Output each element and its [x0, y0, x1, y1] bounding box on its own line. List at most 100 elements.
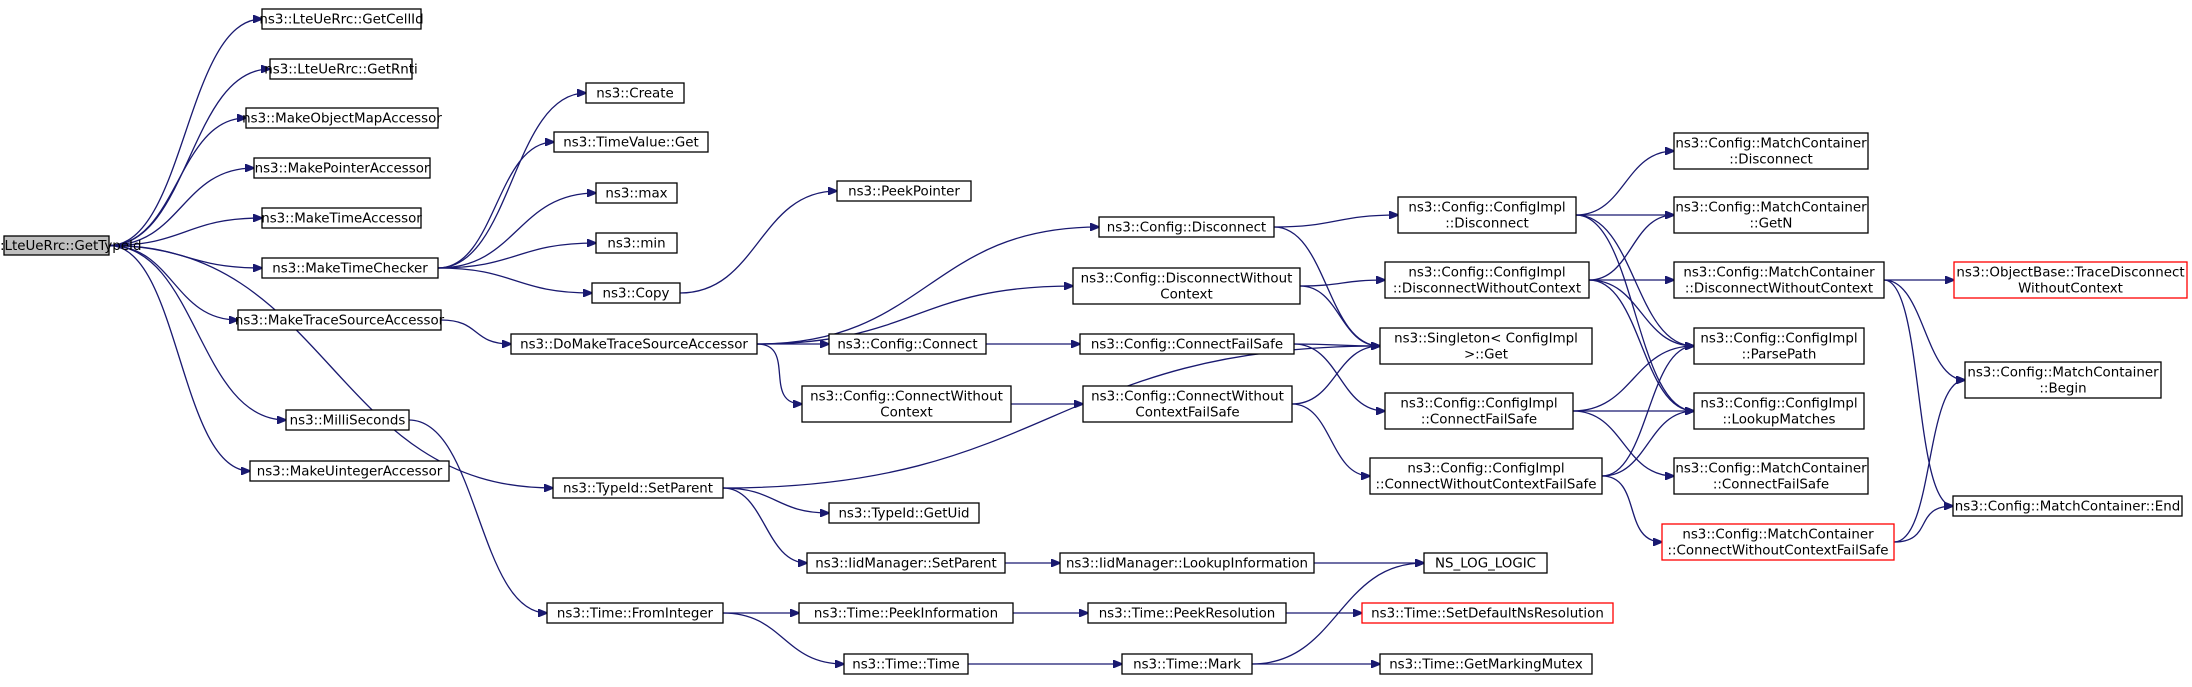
node-label: ns3::Config::MatchContainer::End — [1955, 500, 2181, 515]
node-box — [843, 653, 969, 675]
edge-cfgconnfs-to-ciconnfs — [1293, 343, 1385, 411]
nodes-layer: ns3::LteUeRrc::GetTypeId ns3::LteUeRrc::G… — [0, 8, 2188, 675]
node-ns3-time-getmarkingmutex[interactable]: ns3::Time::GetMarkingMutex — [1379, 653, 1593, 675]
node-ns3-lteuerrc-getrnti[interactable]: ns3::LteUeRrc::GetRnti — [264, 58, 418, 80]
node-box — [1964, 361, 2162, 399]
node-ns3-config-connectwithout-contextfailsafe[interactable]: ns3::Config::ConnectWithoutContextFailSa… — [1082, 385, 1293, 423]
node-ns3-makeobjectmapaccessor[interactable]: ns3::MakeObjectMapAccessor — [242, 107, 442, 129]
edge-milli-to-fromint — [408, 419, 547, 613]
node-ns3-typeid-setparent[interactable]: ns3::TypeId::SetParent — [552, 477, 724, 499]
edge-domake-to-cfgdisc — [756, 227, 1099, 345]
node-ns3-domaketracesourceaccessor[interactable]: ns3::DoMakeTraceSourceAccessor — [510, 333, 758, 355]
node-box — [585, 82, 685, 104]
node-label: ns3::ObjectBase::TraceDisconnect — [1956, 266, 2184, 281]
node-ns3-min[interactable]: ns3::min — [595, 232, 678, 254]
edge-root-to-mktimeacc — [108, 218, 262, 247]
node-box — [591, 282, 681, 304]
node-ns3-config-matchcontainer-getn[interactable]: ns3::Config::MatchContainer::GetN — [1673, 196, 1869, 234]
node-ns3-config-connectwithout-context[interactable]: ns3::Config::ConnectWithoutContext — [801, 385, 1012, 423]
edge-cidisc-to-cilookup — [1575, 214, 1694, 411]
node-box — [1673, 261, 1885, 299]
node-ns3-config-connect[interactable]: ns3::Config::Connect — [828, 333, 987, 355]
node-ns3-iidmanager-setparent[interactable]: ns3::IidManager::SetParent — [806, 552, 1006, 574]
node-ns3-singleton-configimpl-get[interactable]: ns3::Singleton< ConfigImpl >::Get — [1379, 327, 1593, 365]
node-ns-log-logic[interactable]: NS_LOG_LOGIC — [1423, 552, 1548, 574]
node-label: ns3::min — [607, 237, 665, 252]
node-ns3-peekpointer[interactable]: ns3::PeekPointer — [836, 180, 972, 202]
node-label: ns3::TimeValue::Get — [563, 136, 698, 151]
node-ns3-config-matchcontainer-end[interactable]: ns3::Config::MatchContainer::End — [1952, 495, 2183, 517]
node-box — [828, 333, 987, 355]
edge-mktimechk-to-tvget — [437, 142, 554, 269]
node-box — [806, 552, 1006, 574]
node-ns3-config-matchcontainer-disconnectwithoutcontext[interactable]: ns3::Config::MatchContainer::DisconnectW… — [1673, 261, 1885, 299]
node-label: ns3::DoMakeTraceSourceAccessor — [520, 338, 748, 353]
node-ns3-config-disconnectwithout-context[interactable]: ns3::Config::DisconnectWithoutContext — [1072, 267, 1301, 305]
node-ns3-time-setdefaultnsresolution[interactable]: ns3::Time::SetDefaultNsResolution — [1361, 602, 1614, 624]
edge-cfgdiscwc-to-cidiscwc — [1299, 280, 1385, 287]
node-label: ns3::Config::DisconnectWithout — [1081, 272, 1293, 287]
node-ns3-timevalue-get[interactable]: ns3::TimeValue::Get — [553, 131, 709, 153]
node-ns3-config-disconnect[interactable]: ns3::Config::Disconnect — [1098, 216, 1275, 238]
edge-setparent-to-getuid — [722, 487, 829, 513]
node-ns3-time-frominteger[interactable]: ns3::Time::FromInteger — [546, 602, 724, 624]
node-ns3-config-matchcontainer-disconnect[interactable]: ns3::Config::MatchContainer::Disconnect — [1673, 132, 1869, 170]
edge-ciconnwcfs-to-cilookup — [1601, 411, 1694, 477]
edge-cfgdisc-to-cidisc — [1273, 215, 1398, 228]
node-label: ContextFailSafe — [1135, 406, 1239, 421]
node-ns3-config-configimpl-lookupmatches[interactable]: ns3::Config::ConfigImpl::LookupMatches — [1693, 392, 1865, 430]
node-label: ns3::TypeId::GetUid — [838, 507, 969, 522]
node-label: ns3::Config::MatchContainer — [1967, 366, 2159, 381]
node-ns3-time-time[interactable]: ns3::Time::Time — [843, 653, 969, 675]
node-ns3-config-matchcontainer-connectwithoutcontextfailsafe[interactable]: ns3::Config::MatchContainer::ConnectWith… — [1661, 523, 1895, 561]
node-ns3-max[interactable]: ns3::max — [595, 182, 678, 204]
node-ns3-iidmanager-lookupinformation[interactable]: ns3::IidManager::LookupInformation — [1059, 552, 1315, 574]
node-label: ns3::Config::ConfigImpl — [1408, 201, 1565, 216]
node-ns3-lteuerrc-getcellid[interactable]: ns3::LteUeRrc::GetCellId — [259, 8, 424, 30]
edge-setparent-to-iidsetp — [722, 487, 807, 563]
node-box — [1384, 392, 1574, 430]
node-ns3-maketracesourceaccessor[interactable]: ns3::MakeTraceSourceAccessor — [235, 309, 445, 331]
node-ns3-create[interactable]: ns3::Create — [585, 82, 685, 104]
node-ns3-config-configimpl-disconnect[interactable]: ns3::Config::ConfigImpl::Disconnect — [1397, 196, 1577, 234]
node-label: ns3::Singleton< ConfigImpl — [1394, 332, 1578, 347]
node-box — [245, 107, 439, 129]
node-label: ns3::MilliSeconds — [290, 414, 406, 429]
node-ns3-config-matchcontainer-connectfailsafe[interactable]: ns3::Config::MatchContainer::ConnectFail… — [1673, 457, 1869, 495]
node-ns3-config-configimpl-disconnectwithoutcontext[interactable]: ns3::Config::ConfigImpl::DisconnectWitho… — [1384, 261, 1590, 299]
node-ns3-config-configimpl-connectwithoutcontextfailsafe[interactable]: ns3::Config::ConfigImpl::ConnectWithoutC… — [1369, 457, 1603, 495]
node-ns3-typeid-getuid[interactable]: ns3::TypeId::GetUid — [828, 502, 980, 524]
node-box — [1397, 196, 1577, 234]
node-label: ns3::Config::ConfigImpl — [1408, 266, 1565, 281]
node-ns3-config-matchcontainer-begin[interactable]: ns3::Config::MatchContainer::Begin — [1964, 361, 2162, 399]
node-label: ns3::MakeUintegerAccessor — [257, 465, 443, 480]
node-box — [1082, 385, 1293, 423]
node-ns3-config-connectfailsafe[interactable]: ns3::Config::ConnectFailSafe — [1079, 333, 1295, 355]
node-ns3-makepointeraccessor[interactable]: ns3::MakePointerAccessor — [253, 157, 431, 179]
edge-cidiscwc-to-cilookup — [1588, 279, 1694, 411]
node-label: ns3::Time::FromInteger — [557, 607, 714, 622]
node-ns3-config-configimpl-connectfailsafe[interactable]: ns3::Config::ConfigImpl::ConnectFailSafe — [1384, 392, 1574, 430]
node-box — [249, 460, 450, 482]
edge-ciconnfs-to-ciparse — [1572, 346, 1694, 412]
edge-mcdiscwc-to-mcend — [1883, 279, 1953, 506]
node-ns3-objectbase-tracedisconnect-withoutcontext[interactable]: ns3::ObjectBase::TraceDisconnectWithoutC… — [1953, 261, 2188, 299]
node-ns3-maketimechecker[interactable]: ns3::MakeTimeChecker — [261, 257, 439, 279]
node-ns3-time-peekinformation[interactable]: ns3::Time::PeekInformation — [798, 602, 1014, 624]
node-ns3-makeuintegeraccessor[interactable]: ns3::MakeUintegerAccessor — [249, 460, 450, 482]
node-ns3-time-mark[interactable]: ns3::Time::Mark — [1121, 653, 1253, 675]
edge-cidiscwc-to-mcgetn — [1588, 215, 1674, 281]
node-ns3-milliseconds[interactable]: ns3::MilliSeconds — [285, 409, 410, 431]
node-ns3-lteuerrc-gettypeid[interactable]: ns3::LteUeRrc::GetTypeId — [0, 235, 141, 256]
node-ns3-time-peekresolution[interactable]: ns3::Time::PeekResolution — [1087, 602, 1287, 624]
edge-domake-to-cfgconnwc — [756, 343, 802, 404]
node-label: ::ConnectFailSafe — [1713, 478, 1829, 493]
node-box — [1693, 327, 1865, 365]
node-box — [1379, 653, 1593, 675]
node-ns3-config-configimpl-parsepath[interactable]: ns3::Config::ConfigImpl::ParsePath — [1693, 327, 1865, 365]
node-box — [595, 182, 678, 204]
edge-cfgconnfs-to-singleton — [1293, 344, 1380, 346]
node-ns3-copy[interactable]: ns3::Copy — [591, 282, 681, 304]
node-ns3-maketimeaccessor[interactable]: ns3::MakeTimeAccessor — [261, 207, 422, 229]
node-label: ns3::MakeTimeAccessor — [261, 212, 422, 227]
